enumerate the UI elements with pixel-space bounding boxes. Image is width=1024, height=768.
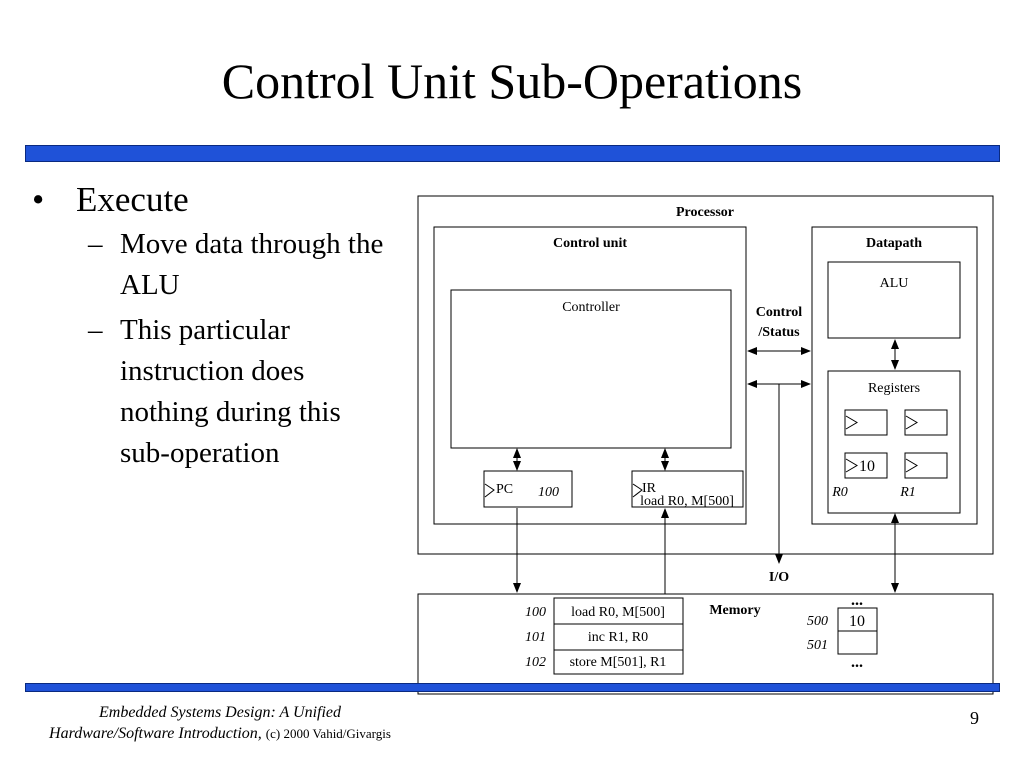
memory-box [417,593,994,695]
sub-bullet-1: – Move data through the ALU [88,224,402,306]
ir-value: load R0, M[500] [640,494,734,509]
r0-label: R0 [831,485,848,500]
control-status-label-line2: /Status [757,325,800,340]
controller-label: Controller [562,300,620,315]
ellipsis-bottom: ... [851,654,863,671]
title-divider-bar [25,145,1000,162]
memory-address: 102 [525,655,546,670]
bullet-dot-icon: • [32,180,45,219]
register-r0-value: 10 [859,458,875,475]
alu-label: ALU [880,276,909,291]
memory-address: 100 [525,605,546,620]
pc-register-box [483,470,573,508]
memory-content: load R0, M[500] [571,605,665,620]
io-label: I/O [769,570,789,585]
control-unit-label: Control unit [553,236,627,251]
ir-label: IR [642,481,657,496]
register-r0-cell [844,452,888,479]
data-memory-content: 10 [849,613,865,630]
footer-citation: Embedded Systems Design: A Unified Hardw… [20,702,420,744]
control-unit-box [433,226,747,525]
footer-line1: Embedded Systems Design: A Unified [98,704,342,721]
bullet-list: • Execute – Move data through the ALU – … [32,180,402,474]
footer-divider-bar [25,683,1000,692]
sub-bullet-text: Move data through the ALU [120,228,384,301]
datapath-label: Datapath [866,236,922,251]
footer-copyright: (c) 2000 Vahid/Givargis [265,726,391,741]
footer-line2-italic: Hardware/Software Introduction, [49,725,262,742]
bullet-execute: • Execute [32,180,402,220]
data-memory-address: 501 [807,638,828,653]
processor-label: Processor [676,205,734,220]
controller-box [450,289,732,449]
memory-content: store M[501], R1 [570,655,667,670]
ir-register-box [631,470,744,508]
clock-triangle-icon [845,415,858,430]
slide-title: Control Unit Sub-Operations [221,53,803,109]
dash-icon: – [88,314,103,346]
control-status-label-line1: Control [756,305,803,320]
clock-triangle-icon [905,415,918,430]
memory-label: Memory [709,603,760,618]
datapath-box [811,226,978,525]
clock-triangle-icon [905,458,918,473]
clock-triangle-icon [484,483,495,498]
pc-value: 100 [538,485,559,500]
data-memory-cell [837,630,878,655]
processor-box [417,195,994,555]
register-cell [904,409,948,436]
memory-address: 101 [525,630,546,645]
sub-bullet-2: – This particular instruction does nothi… [88,310,402,474]
ellipsis-top: ... [851,592,863,609]
alu-box [827,261,961,339]
dash-icon: – [88,228,103,260]
data-memory-address: 500 [807,614,828,629]
memory-cell [553,649,684,675]
r1-label: R1 [899,485,916,500]
registers-label: Registers [868,381,920,396]
memory-content: inc R1, R0 [588,630,648,645]
sub-bullet-text: This particular instruction does nothing… [120,314,341,469]
page-number: 9 [970,708,979,728]
clock-triangle-icon [845,458,858,473]
register-cell [844,409,888,436]
clock-triangle-icon [632,483,643,498]
bullet-main-text: Execute [76,180,189,219]
pc-label: PC [496,482,513,497]
register-r1-cell [904,452,948,479]
